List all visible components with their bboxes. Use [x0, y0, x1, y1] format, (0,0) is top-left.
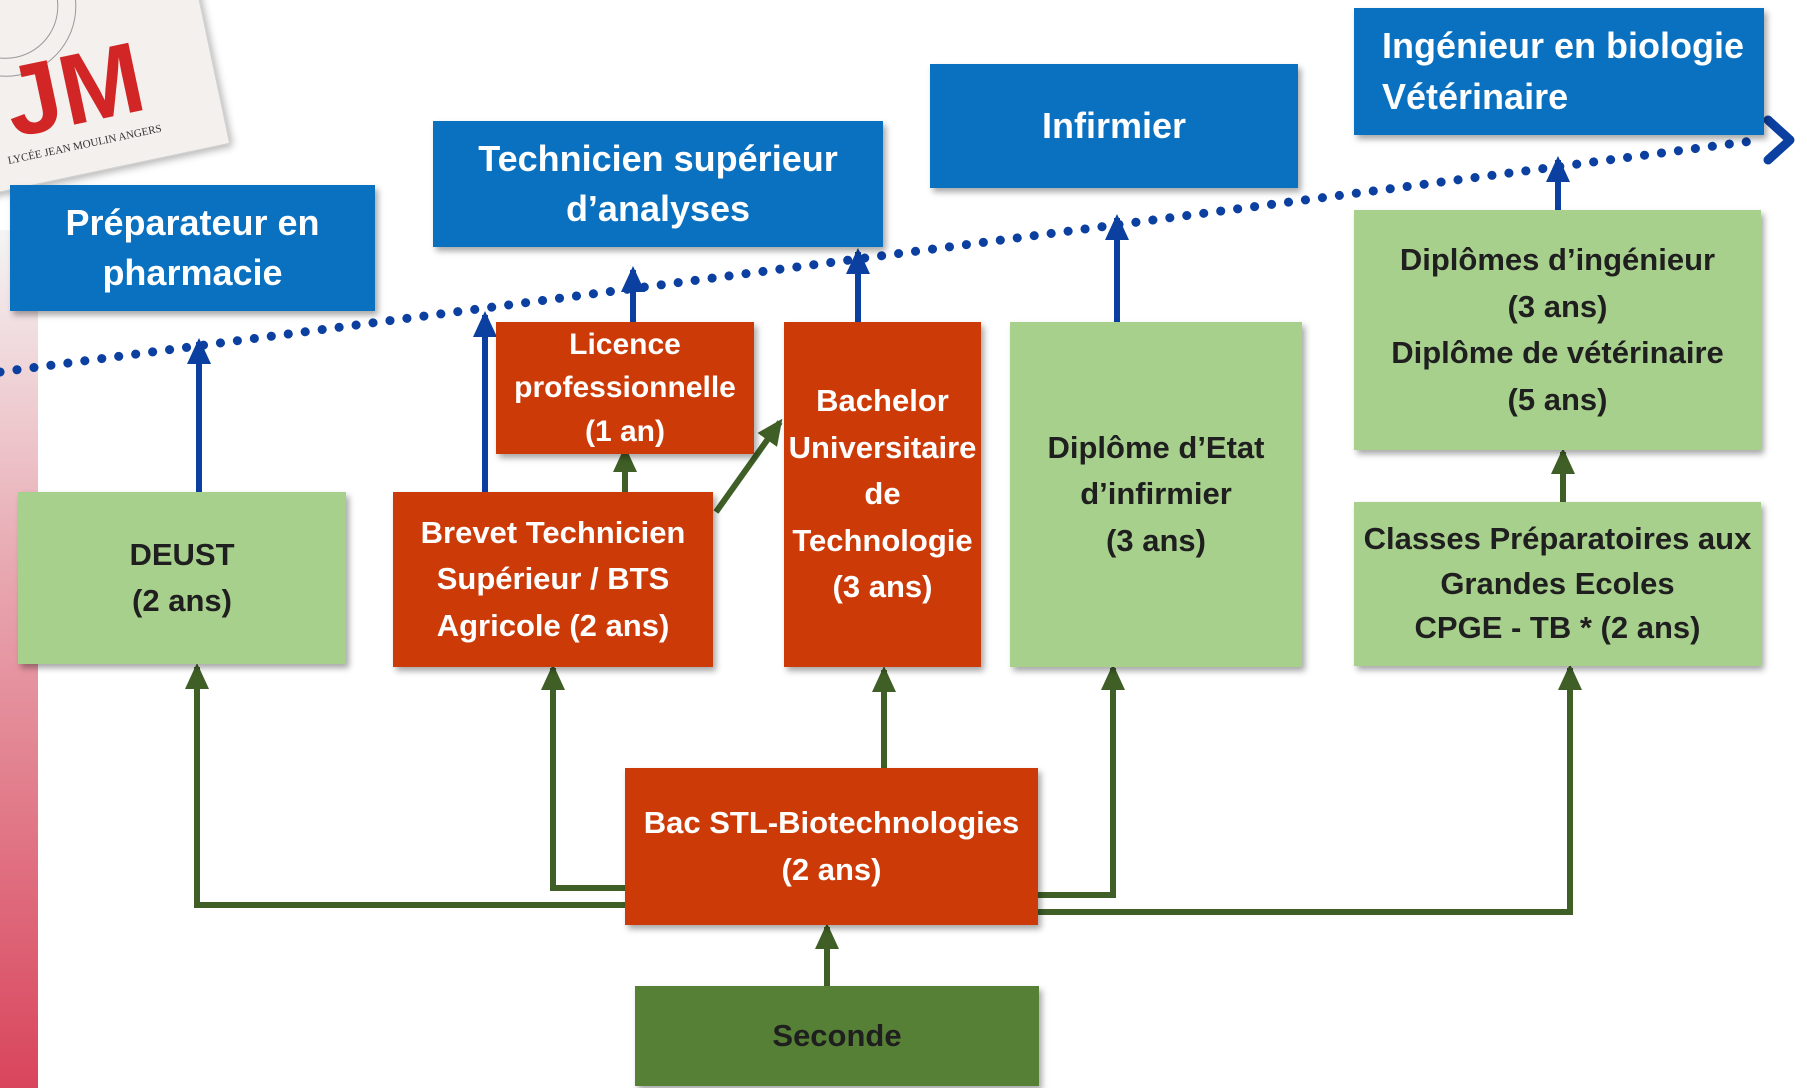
- study-bts-label: Brevet Technicien Supérieur / BTS Agrico…: [420, 514, 686, 643]
- study-seconde-label: Seconde: [772, 1017, 902, 1053]
- arrow-bac-to-dei: [1038, 664, 1125, 898]
- study-but-label: Bachelor Universitaire de Technologie (3…: [788, 383, 977, 605]
- study-bac-label: Bac STL-Biotechnologies (2 ans): [643, 805, 1020, 887]
- progression-chevron: [1763, 115, 1795, 165]
- study-deust-label: DEUST (2 ans): [129, 536, 235, 619]
- career-preparateur: Préparateur en pharmacie: [10, 185, 375, 311]
- career-infirmier: Infirmier: [930, 64, 1298, 188]
- arrow-bac-to-bts: [541, 664, 625, 891]
- study-diplomes-label: Diplômes d’ingénieur (3 ans) Diplôme de …: [1391, 242, 1724, 417]
- study-but: Bachelor Universitaire de Technologie (3…: [784, 322, 981, 667]
- arrow-bac-to-deust: [185, 663, 625, 908]
- study-licence: Licence professionnelle (1 an): [496, 322, 754, 454]
- career-ingenieur-label: Ingénieur en biologie Vétérinaire: [1382, 25, 1745, 117]
- study-cpge-label: Classes Préparatoires aux Grandes Ecoles…: [1363, 520, 1752, 646]
- study-bac: Bac STL-Biotechnologies (2 ans): [625, 768, 1038, 925]
- study-dei: Diplôme d’Etat d’infirmier (3 ans): [1010, 322, 1302, 667]
- study-seconde: Seconde: [635, 986, 1039, 1086]
- study-bts: Brevet Technicien Supérieur / BTS Agrico…: [393, 492, 713, 667]
- arrow-bac-to-cpge: [1038, 664, 1582, 915]
- dotted-progression-line: [0, 135, 1765, 377]
- study-licence-label: Licence professionnelle (1 an): [514, 327, 736, 448]
- school-logo: JM LYCÉE JEAN MOULIN ANGERS: [0, 0, 231, 196]
- arrow-bts-to-but: [713, 418, 783, 514]
- logo-graphic: JM LYCÉE JEAN MOULIN ANGERS: [0, 0, 163, 167]
- career-ingenieur: Ingénieur en biologie Vétérinaire: [1354, 8, 1764, 135]
- career-technicien: Technicien supérieur d’analyses: [433, 121, 883, 247]
- study-dei-label: Diplôme d’Etat d’infirmier (3 ans): [1047, 429, 1265, 558]
- career-infirmier-label: Infirmier: [1041, 104, 1187, 146]
- career-technicien-label: Technicien supérieur d’analyses: [478, 137, 838, 229]
- study-deust: DEUST (2 ans): [18, 492, 346, 664]
- career-preparateur-label: Préparateur en pharmacie: [65, 201, 320, 293]
- study-diplomes: Diplômes d’ingénieur (3 ans) Diplôme de …: [1354, 210, 1761, 450]
- study-cpge: Classes Préparatoires aux Grandes Ecoles…: [1354, 502, 1761, 666]
